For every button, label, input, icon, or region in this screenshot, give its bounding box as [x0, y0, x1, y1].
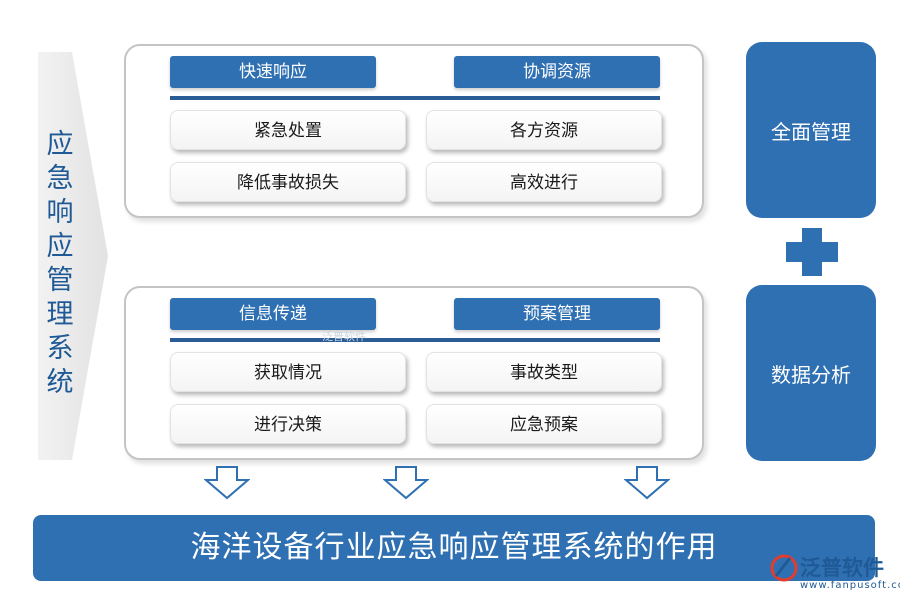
cell-emergency-plan: 应急预案 [426, 404, 662, 444]
bottom-banner: 海洋设备行业应急响应管理系统的作用 [33, 515, 875, 581]
side-title-char: 管 [46, 265, 74, 296]
divider-rule [170, 96, 660, 100]
cell-accident-type: 事故类型 [426, 352, 662, 392]
logo-name: 泛普软件 [800, 556, 884, 580]
box-data-analysis: 数据分析 [746, 285, 876, 461]
header-quick-response: 快速响应 [170, 56, 376, 88]
down-arrow-icon [383, 466, 429, 500]
side-title-char: 响 [46, 197, 74, 228]
box-full-management-label: 全面管理 [771, 119, 851, 144]
cell-get-situation: 获取情况 [170, 352, 406, 392]
cell-make-decision: 进行决策 [170, 404, 406, 444]
side-title-char: 理 [46, 299, 74, 330]
banner-title: 海洋设备行业应急响应管理系统的作用 [190, 530, 718, 565]
fanpu-logo-icon [770, 554, 798, 582]
down-arrow-icon [624, 466, 670, 500]
box-full-management: 全面管理 [746, 42, 876, 218]
group-panel-response: 快速响应 协调资源 紧急处置 各方资源 降低事故损失 高效进行 [124, 44, 704, 218]
header-coordinate-resources: 协调资源 [454, 56, 660, 88]
divider-rule [170, 338, 660, 342]
header-plan-management: 预案管理 [454, 298, 660, 330]
watermark-text: 泛普软件 [322, 330, 366, 343]
cell-efficient: 高效进行 [426, 162, 662, 202]
side-title-char: 系 [46, 333, 74, 364]
logo-url: www.fanpusoft.com [800, 580, 900, 591]
side-title: 应 急 响 应 管 理 系 统 [38, 128, 82, 400]
cell-all-resources: 各方资源 [426, 110, 662, 150]
down-arrow-icon [204, 466, 250, 500]
side-title-char: 应 [46, 129, 74, 160]
side-title-char: 急 [46, 163, 74, 194]
box-data-analysis-label: 数据分析 [771, 362, 851, 387]
side-title-char: 统 [46, 367, 74, 398]
cell-emergency-handling: 紧急处置 [170, 110, 406, 150]
plus-icon [786, 228, 838, 276]
group-panel-information: 信息传递 预案管理 获取情况 事故类型 进行决策 应急预案 [124, 286, 704, 460]
side-title-char: 应 [46, 231, 74, 262]
header-info-transfer: 信息传递 [170, 298, 376, 330]
side-arrow [38, 52, 108, 460]
side-arrow-shape [38, 52, 108, 460]
cell-reduce-loss: 降低事故损失 [170, 162, 406, 202]
